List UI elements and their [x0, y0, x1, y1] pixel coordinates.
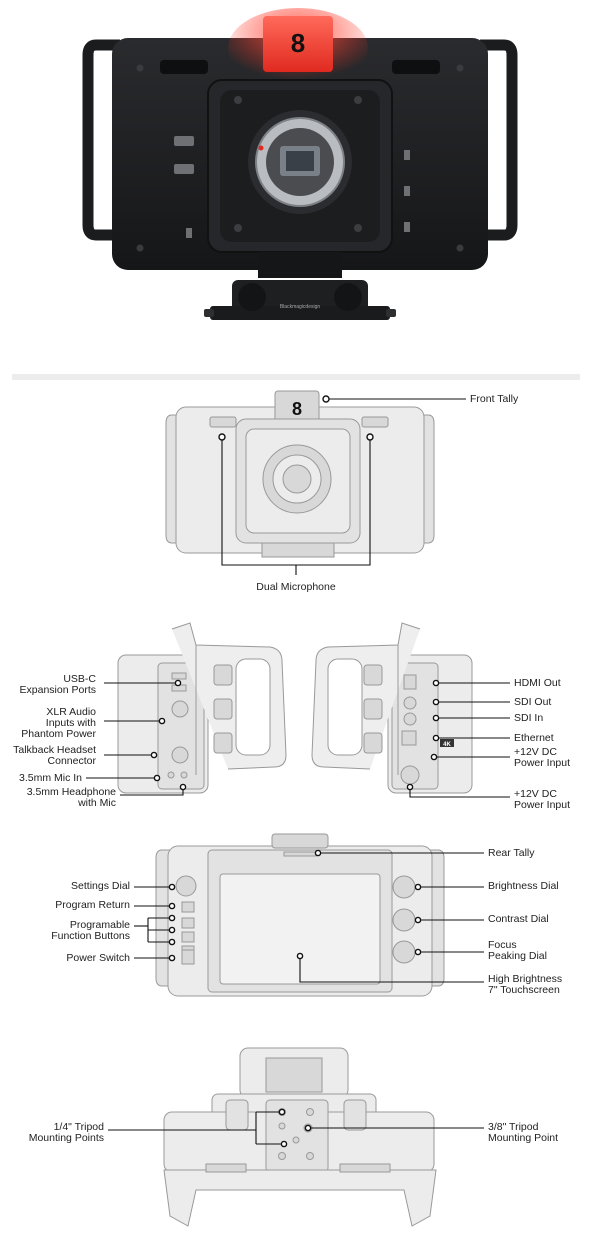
bottom-diagram: 1/4" Tripod Mounting Points 3/8" Tripod … — [0, 1040, 600, 1240]
badge-4k: 4K — [443, 742, 451, 748]
label-front-tally: Front Tally — [470, 393, 519, 405]
hero-camera-illustration: 8 Blackmagicdesign — [0, 0, 600, 360]
label-power-switch: Power Switch — [66, 952, 130, 964]
hero-brand-text: Blackmagicdesign — [280, 304, 321, 310]
label-xlr-audio: XLR Audio Inputs with Phantom Power — [21, 706, 96, 740]
label-talkback: Talkback Headset Connector — [13, 744, 96, 767]
hero-tally-number: 8 — [291, 28, 305, 58]
label-ethernet: Ethernet — [514, 732, 554, 744]
label-sdi-out: SDI Out — [514, 696, 552, 708]
label-program-return: Program Return — [55, 899, 130, 911]
label-contrast-dial: Contrast Dial — [488, 913, 549, 925]
label-function-buttons: Programable Function Buttons — [51, 919, 130, 942]
label-dual-microphone: Dual Microphone — [256, 581, 336, 593]
right-side-camera: 4K — [311, 622, 473, 794]
label-usb-c: USB-C Expansion Ports — [19, 673, 96, 696]
label-three-eighth-tripod: 3/8" Tripod Mounting Point — [488, 1121, 559, 1144]
label-sdi-in: SDI In — [514, 712, 544, 724]
label-brightness-dial: Brightness Dial — [488, 880, 559, 892]
front-diagram: 8 Front Tally Dual Microphone — [0, 385, 600, 600]
label-dc-input-1: +12V DC Power Input — [514, 746, 571, 769]
label-rear-tally: Rear Tally — [488, 847, 535, 859]
label-mic-in: 3.5mm Mic In — [18, 772, 82, 784]
label-quarter-tripod: 1/4" Tripod Mounting Points — [28, 1121, 104, 1144]
rear-diagram: Settings Dial Program Return Programable… — [0, 828, 600, 1008]
label-focus-peaking: Focus Peaking Dial — [488, 939, 547, 962]
section-divider — [12, 374, 580, 380]
left-side-camera — [117, 622, 287, 794]
label-headphone: 3.5mm Headphone with Mic — [26, 786, 116, 809]
label-hdmi-out: HDMI Out — [514, 677, 561, 689]
side-diagram: 4K USB-C Expansion Ports XLR Audio Input… — [0, 615, 600, 820]
label-touchscreen: High Brightness 7" Touchscreen — [488, 973, 563, 996]
label-settings-dial: Settings Dial — [71, 880, 130, 892]
label-dc-input-2: +12V DC Power Input — [514, 788, 571, 811]
front-tally-number: 8 — [292, 399, 302, 419]
